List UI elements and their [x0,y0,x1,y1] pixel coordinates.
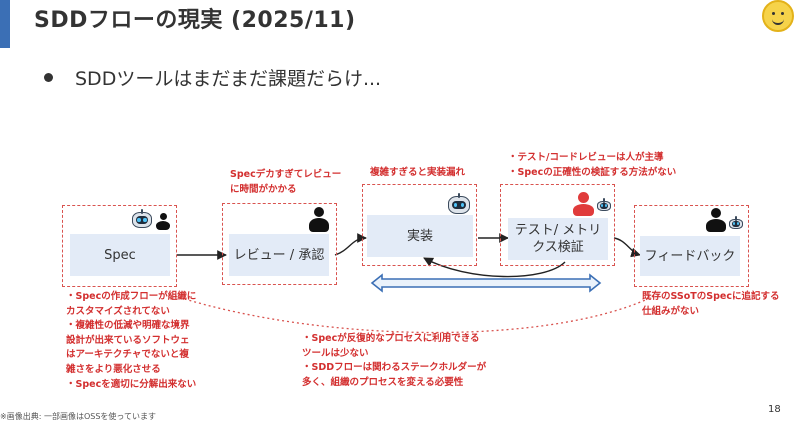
bullet-item: SDDツールはまだまだ課題だらけ... [44,64,381,91]
note-review: Specデカすぎてレビュー に時間がかかる [230,169,342,195]
footnote: ※画像出典: 一部画像はOSSを使っています [0,412,156,421]
spec-group [62,205,177,287]
impl-group [362,184,477,266]
note-spec: ・Specの作成フローが組織に カスタマイズされてない ・複雑性の低減や明確な境… [66,291,197,390]
step-feedback: フィードバック [640,236,740,276]
review-group [222,203,337,285]
dotted-feedback-loop [174,293,659,334]
page-number: 18 [768,404,781,415]
robot-icon [132,209,152,231]
person-icon [573,192,594,216]
robot-icon [729,216,743,232]
step-spec: Spec [70,234,170,276]
step-review: レビュー / 承認 [229,234,329,276]
double-arrow [370,273,602,293]
step-impl: 実装 [367,215,473,257]
person-icon [309,207,329,232]
note-feedback: 既存のSSoTのSpecに追記する 仕組みがない [642,291,780,317]
page-title: SDDフローの現実 (2025/11) [34,8,356,33]
robot-icon [597,198,611,214]
robot-icon [448,193,470,217]
note-test: ・テスト/コードレビューは人が主導 ・Specの正確性の検証する方法がない [508,152,677,178]
test-group [500,184,615,266]
person-icon [156,213,170,230]
person-icon [706,208,726,232]
arrow-test-to-feedback [613,237,641,258]
step-test: テスト/ メトリクス検証 [508,218,608,260]
note-impl: 複雑すぎると実装漏れ [370,167,466,178]
feedback-group [634,205,749,287]
title-accent-bar [0,0,10,48]
bullet-text: SDDツールはまだまだ課題だらけ... [75,68,382,90]
note-process: ・Specが反復的なプロセスに利用できる ツールは少ない ・SDDフローは関わる… [302,333,487,388]
bullet-dot [44,73,53,82]
logo-icon [762,0,794,32]
